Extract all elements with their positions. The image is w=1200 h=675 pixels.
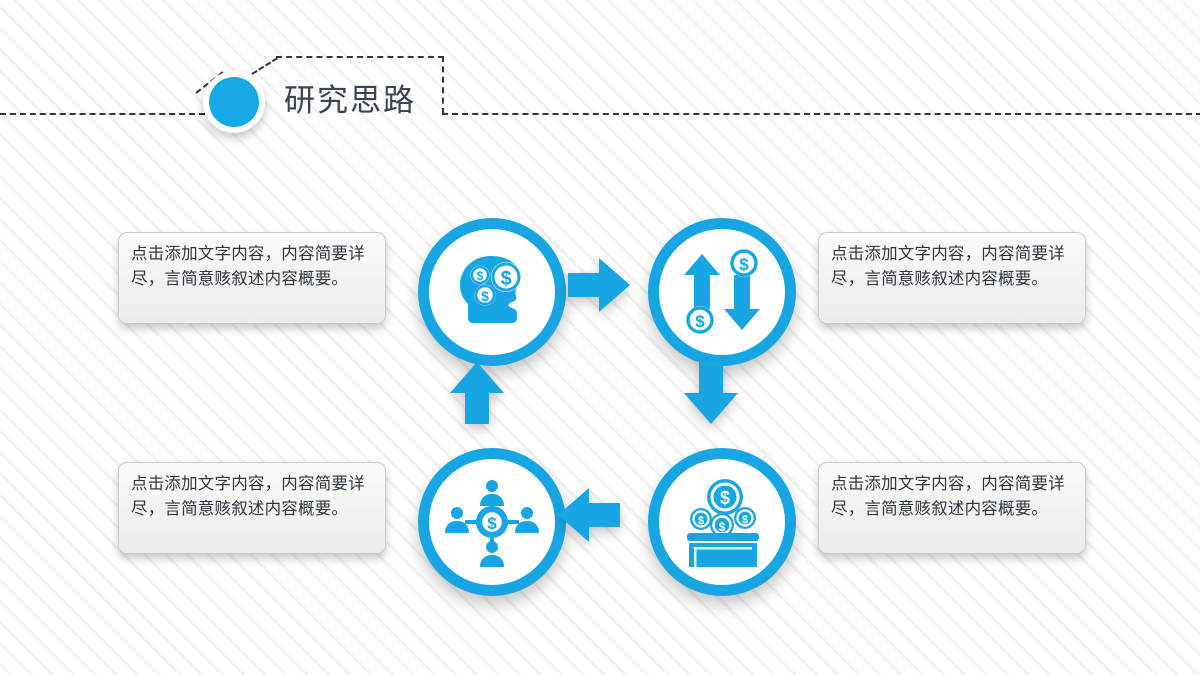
svg-text:$: $ bbox=[500, 268, 511, 290]
node-head-with-money[interactable]: $ $ $ bbox=[418, 218, 566, 366]
dashed-line-top bbox=[276, 56, 444, 58]
callout-text: 点击添加文字内容，内容简要详尽，言简意赅叙述内容概要。 bbox=[831, 475, 1065, 518]
node-people-network-money[interactable]: $ bbox=[418, 448, 566, 596]
svg-text:$: $ bbox=[739, 255, 749, 274]
arrow-right-icon bbox=[568, 258, 630, 312]
title-banner: 研究思路 bbox=[0, 46, 1200, 138]
callout-box-bottom-right[interactable]: 点击添加文字内容，内容简要详尽，言简意赅叙述内容概要。 bbox=[818, 462, 1086, 554]
svg-text:$: $ bbox=[477, 269, 484, 283]
callout-text: 点击添加文字内容，内容简要详尽，言简意赅叙述内容概要。 bbox=[131, 245, 365, 288]
dashed-line-right bbox=[442, 113, 1200, 115]
node-money-exchange[interactable]: $ $ bbox=[648, 218, 796, 366]
callout-box-top-left[interactable]: 点击添加文字内容，内容简要详尽，言简意赅叙述内容概要。 bbox=[118, 232, 386, 324]
page-title: 研究思路 bbox=[284, 83, 416, 118]
people-network-money-icon: $ bbox=[445, 480, 539, 567]
callout-box-bottom-left[interactable]: 点击添加文字内容，内容简要详尽，言简意赅叙述内容概要。 bbox=[118, 462, 386, 554]
money-exchange-arrows-icon: $ $ bbox=[684, 249, 760, 334]
arrow-down bbox=[682, 362, 740, 429]
svg-text:$: $ bbox=[481, 288, 489, 304]
title-bullet-dot-icon bbox=[209, 77, 259, 127]
dashed-line-left bbox=[0, 113, 205, 115]
callout-text: 点击添加文字内容，内容简要详尽，言简意赅叙述内容概要。 bbox=[831, 245, 1065, 288]
arrow-down-icon bbox=[684, 362, 738, 424]
arrow-up-icon bbox=[450, 362, 504, 424]
svg-text:$: $ bbox=[720, 488, 730, 508]
callout-box-top-right[interactable]: 点击添加文字内容，内容简要详尽，言简意赅叙述内容概要。 bbox=[818, 232, 1086, 324]
arrow-left-icon bbox=[558, 488, 620, 542]
svg-text:$: $ bbox=[487, 514, 497, 533]
dashed-line-diagonal-right bbox=[251, 57, 278, 75]
svg-text:$: $ bbox=[698, 515, 704, 527]
arrow-right bbox=[568, 256, 630, 319]
coins-into-box-icon: $ $ $ $ bbox=[687, 479, 759, 567]
arrow-up bbox=[448, 362, 506, 429]
node-coins-into-box[interactable]: $ $ $ $ bbox=[648, 448, 796, 596]
callout-text: 点击添加文字内容，内容简要详尽，言简意赅叙述内容概要。 bbox=[131, 475, 365, 518]
title-bullet-circle bbox=[203, 71, 265, 133]
svg-text:$: $ bbox=[742, 514, 748, 526]
svg-text:$: $ bbox=[695, 312, 705, 331]
svg-text:$: $ bbox=[719, 520, 726, 534]
head-with-money-icon: $ $ $ bbox=[460, 256, 521, 323]
dashed-line-vertical-right bbox=[442, 56, 444, 114]
arrow-left bbox=[558, 486, 620, 549]
